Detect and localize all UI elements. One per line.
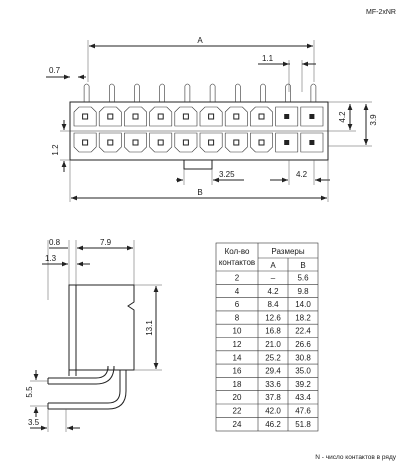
contact-cell (300, 106, 324, 127)
pin (260, 83, 266, 102)
pin (134, 83, 140, 102)
pin (159, 83, 165, 102)
dim-13-1: 13.1 (145, 320, 154, 336)
table-cell: 5.6 (297, 274, 309, 283)
table-cell: 47.6 (295, 407, 311, 416)
contact-cell (98, 106, 122, 127)
contact-cell (174, 132, 198, 153)
contact-cell (149, 132, 173, 153)
table-cell: 42.0 (265, 407, 281, 416)
table-cell: 12 (233, 340, 242, 349)
table-cell: 46.2 (265, 420, 281, 429)
table-cell: 43.4 (295, 393, 311, 402)
table-subheader-b: B (300, 261, 305, 270)
dim-3-9: 3.9 (369, 114, 378, 126)
dim-0-7: 0.7 (49, 66, 61, 75)
table-cell: 39.2 (295, 380, 311, 389)
table-header-sizes: Размеры (271, 247, 304, 256)
table-cell: 51.8 (295, 420, 311, 429)
table-cell: 24 (233, 420, 242, 429)
table-cell: 18.2 (295, 313, 311, 322)
contact-cell (224, 106, 248, 127)
table-cell: 30.8 (295, 353, 311, 362)
dim-1-1: 1.1 (262, 54, 274, 63)
table-header-count-2: контактов (219, 258, 255, 267)
table-cell: 16 (233, 367, 242, 376)
contact-cell (98, 132, 122, 153)
table-cell: 37.8 (265, 393, 281, 402)
table-cell: 21.0 (265, 340, 281, 349)
table-cell: 14 (233, 353, 242, 362)
contact-cell (73, 132, 97, 153)
contact-cell (124, 132, 147, 153)
table-cell: 9.8 (297, 287, 309, 296)
dim-b-label: B (197, 188, 202, 197)
contact-cell (250, 106, 273, 127)
table-cell: – (271, 274, 276, 283)
dim-a-label: A (197, 36, 203, 45)
table-cell: 22 (233, 407, 242, 416)
contact-cell (224, 132, 248, 153)
top-view-drawing: A 0.7 1.1 1.2 4.2 3.9 (46, 36, 378, 202)
table-header-count: Кол-во (225, 247, 250, 256)
table-cell: 20 (233, 393, 242, 402)
table-cell: 29.4 (265, 367, 281, 376)
pin (109, 83, 115, 102)
table-cell: 8.4 (267, 300, 279, 309)
pin (235, 83, 241, 102)
contact-cell (174, 106, 198, 127)
contact-cell (199, 106, 223, 127)
contact-cell (199, 132, 223, 153)
table-cell: 10 (233, 327, 242, 336)
dimensions-table: Кол-во контактов Размеры A B 2 – 5.6 4 4.2 9.… (215, 242, 319, 432)
pin (83, 83, 90, 102)
table-cell: 22.4 (295, 327, 311, 336)
table-cell: 16.8 (265, 327, 281, 336)
contact-cell (149, 106, 173, 127)
side-view-drawing: 0.8 7.9 1.3 13.1 5.5 (25, 238, 162, 432)
contact-cell (275, 106, 299, 127)
table-cell: 26.6 (295, 340, 311, 349)
table-cell: 6 (235, 300, 240, 309)
dim-5-5: 5.5 (25, 386, 34, 398)
contact-cell (300, 132, 324, 153)
document-code: MF-2xNR (366, 9, 396, 16)
pin (184, 83, 191, 102)
contact-cell (73, 106, 97, 127)
dim-4-2-vertical: 4.2 (338, 111, 347, 123)
dim-0-8: 0.8 (49, 238, 61, 247)
table-cell: 33.6 (265, 380, 281, 389)
table-subheader-a: A (270, 261, 276, 270)
dim-3-5: 3.5 (28, 418, 40, 427)
table-cell: 12.6 (265, 313, 281, 322)
table-cell: 8 (235, 313, 240, 322)
table-cell: 4.2 (267, 287, 279, 296)
contact-cell (250, 132, 273, 153)
dim-1-2: 1.2 (51, 144, 60, 156)
dim-1-3: 1.3 (45, 254, 57, 263)
table-cell: 14.0 (295, 300, 311, 309)
table-cell: 18 (233, 380, 242, 389)
pin (285, 83, 291, 102)
table-cell: 35.0 (295, 367, 311, 376)
table-cell: 4 (235, 287, 240, 296)
pin (310, 83, 317, 102)
pin (209, 83, 216, 102)
dim-3-25: 3.25 (219, 170, 235, 179)
table-cell: 2 (235, 274, 240, 283)
dim-4-2-horizontal: 4.2 (296, 170, 308, 179)
contact-cell (275, 132, 299, 153)
dim-7-9: 7.9 (100, 238, 112, 247)
contact-cell (124, 106, 147, 127)
table-cell: 25.2 (265, 353, 281, 362)
footnote: N - число контактов в ряду (315, 454, 396, 461)
